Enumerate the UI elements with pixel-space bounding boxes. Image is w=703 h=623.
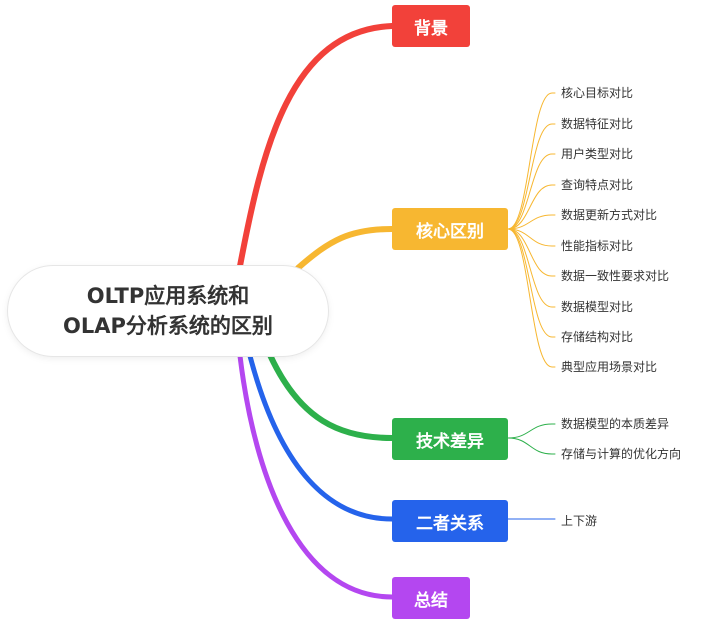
leaf-link-core-3: [507, 184, 556, 230]
branch-link-relationship: [247, 353, 395, 522]
leaf-user-types[interactable]: 用户类型对比: [561, 147, 634, 161]
leaf-consistency[interactable]: 数据一致性要求对比: [561, 269, 670, 283]
leaf-upstream-downstream[interactable]: 上下游: [561, 514, 598, 528]
leaf-link-core-7: [507, 228, 556, 308]
leaf-use-cases[interactable]: 典型应用场景对比: [561, 360, 658, 374]
leaf-link-core-6: [507, 228, 556, 277]
branch-link-summary: [237, 353, 395, 600]
branch-node-relationship[interactable]: 二者关系: [392, 500, 508, 542]
branch-node-tech-differences[interactable]: 技术差异: [392, 418, 508, 460]
branch-link-core-differences: [295, 226, 395, 271]
branch-node-summary[interactable]: 总结: [392, 577, 470, 619]
leaf-core-goal[interactable]: 核心目标对比: [561, 86, 634, 100]
branch-node-background[interactable]: 背景: [392, 5, 470, 47]
leaf-storage-compute[interactable]: 存储与计算的优化方向: [561, 447, 682, 461]
leaf-data-model[interactable]: 数据模型对比: [561, 300, 634, 314]
root-topic[interactable]: OLTP应用系统和 OLAP分析系统的区别: [8, 266, 328, 356]
root-title-line1: OLTP应用系统和: [86, 284, 250, 308]
leaf-link-core-2: [507, 153, 556, 230]
leaf-performance-metrics[interactable]: 性能指标对比: [561, 239, 634, 253]
leaf-link-tech-0: [507, 423, 556, 439]
leaf-link-core-4: [507, 214, 556, 230]
leaf-link-core-8: [507, 228, 556, 338]
leaf-model-essence[interactable]: 数据模型的本质差异: [561, 417, 670, 431]
root-title-line2: OLAP分析系统的区别: [63, 314, 273, 338]
leaf-link-core-9: [507, 228, 556, 368]
leaf-data-features[interactable]: 数据特征对比: [561, 117, 634, 131]
branch-node-core-differences[interactable]: 核心区别: [392, 208, 508, 250]
leaf-link-core-1: [507, 123, 556, 230]
leaf-link-tech-1: [507, 437, 556, 455]
leaf-link-core-0: [507, 92, 556, 230]
leaf-storage-structure[interactable]: 存储结构对比: [561, 330, 634, 344]
leaf-update-methods[interactable]: 数据更新方式对比: [561, 208, 658, 222]
branch-link-tech-differences: [267, 352, 395, 441]
leaf-link-core-5: [507, 228, 556, 247]
branch-link-background: [237, 23, 395, 269]
leaf-query-features[interactable]: 查询特点对比: [561, 178, 634, 192]
